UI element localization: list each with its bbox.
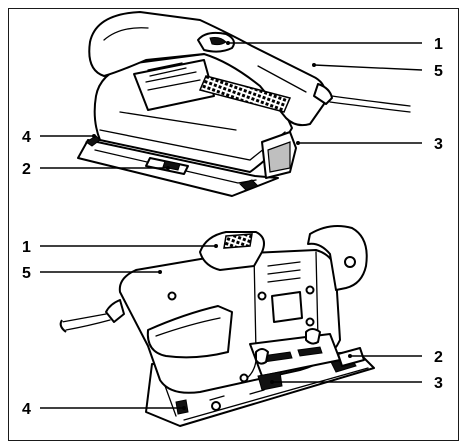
callout-top-5: 5 [312,63,443,80]
callout-bottom-1: 1 [22,239,218,256]
callout-bottom-3: 3 [270,375,443,392]
top-callouts: 1 5 4 3 2 [22,36,443,178]
callout-top-3: 3 [296,136,443,153]
callout-bottom-5: 5 [22,265,162,282]
callout-label: 2 [22,161,31,178]
callout-label: 1 [22,239,31,256]
callout-bottom-4: 4 [22,401,186,418]
callout-label: 2 [434,349,443,366]
callout-bottom-2: 2 [348,349,443,366]
callout-top-4: 4 [22,129,96,146]
callout-label: 3 [434,136,443,153]
bottom-callouts: 1 5 2 3 4 [22,239,443,418]
callout-label: 1 [434,36,443,53]
callout-label: 3 [434,375,443,392]
callout-label: 5 [434,63,443,80]
callout-label: 4 [22,129,31,146]
callout-top-2: 2 [22,161,170,178]
bottom-sander-drawing [59,225,375,427]
callout-top-1: 1 [226,36,443,53]
callout-label: 4 [22,401,31,418]
top-sander-drawing [77,11,411,197]
callout-label: 5 [22,265,31,282]
